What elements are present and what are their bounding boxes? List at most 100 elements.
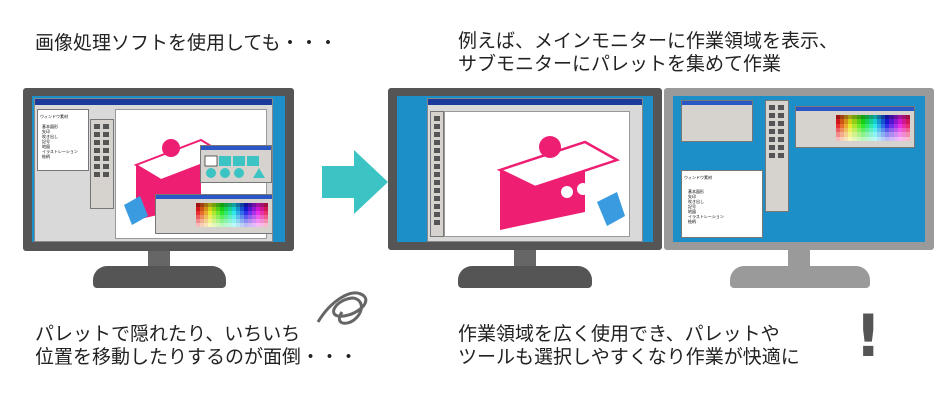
palette-swatch (240, 207, 244, 211)
palette-swatch (220, 207, 224, 211)
caption-bottom-left-line2: 位置を移動したりするのが面倒・・・ (35, 346, 359, 368)
left-app-window: ウィンドウ素材 基本図形 矢印 吹き出し 記号 地図 イラストレーション 絵柄 (34, 98, 273, 242)
left-monitor-base (93, 266, 226, 288)
palette-swatch (248, 215, 252, 219)
palette-swatch (256, 203, 260, 207)
palette-swatch (836, 132, 841, 137)
palette-swatch (232, 203, 236, 207)
palette-swatch (889, 127, 894, 133)
palette-swatch (240, 215, 244, 219)
palette-swatch (897, 136, 902, 141)
left-sketch-panel: ウィンドウ素材 基本図形 矢印 吹き出し 記号 地図 イラストレーション 絵柄 (37, 109, 89, 171)
palette-swatch (252, 219, 256, 223)
palette-swatch (212, 219, 216, 223)
palette-swatch (877, 115, 882, 120)
palette-swatch (260, 211, 264, 215)
left-monitor-neck (148, 251, 170, 269)
palette-swatch (864, 132, 869, 137)
palette-swatch (244, 215, 248, 219)
palette-swatch (889, 123, 894, 128)
palette-swatch (840, 123, 845, 128)
sub-folder-5: 地図 (688, 209, 696, 214)
tool-button (434, 220, 440, 225)
palette-swatch (860, 132, 865, 137)
palette-swatch (856, 119, 861, 124)
palette-swatch (905, 136, 910, 141)
palette-swatch (264, 207, 268, 211)
palette-swatch (240, 223, 244, 227)
main-cake-illustration (496, 136, 625, 230)
sub-color-panel (795, 106, 915, 148)
palette-swatch (868, 119, 873, 124)
tool-button (434, 180, 440, 185)
palette-swatch (905, 119, 910, 124)
palette-swatch (200, 223, 204, 227)
palette-swatch (868, 132, 873, 137)
tool-button (769, 145, 775, 150)
palette-swatch (216, 207, 220, 211)
palette-swatch (264, 215, 268, 219)
palette-swatch (196, 223, 200, 227)
palette-swatch (204, 203, 208, 207)
palette-swatch (864, 136, 869, 141)
tool-button (434, 172, 440, 177)
sub-folder-6: イラストレーション (688, 214, 724, 219)
sub-folder-3: 吹き出し (688, 199, 704, 204)
palette-swatch (856, 132, 861, 137)
palette-swatch (864, 127, 869, 133)
left-shape-swatches (204, 155, 265, 178)
left-folder-3: 吹き出し (42, 134, 58, 139)
palette-swatch (905, 123, 910, 128)
left-color-panel (155, 194, 272, 234)
palette-swatch (901, 132, 906, 137)
palette-swatch (216, 203, 220, 207)
left-shape-panel (200, 145, 272, 183)
palette-swatch (848, 132, 853, 137)
palette-swatch (885, 136, 890, 141)
caption-top-right-line2: サブモニターにパレットを集めて作業 (458, 53, 782, 75)
tool-button (434, 212, 440, 217)
tool-button (94, 172, 100, 177)
palette-swatch (252, 215, 256, 219)
palette-swatch (848, 123, 853, 128)
main-app-titlebar (428, 99, 642, 105)
tool-button (434, 148, 440, 153)
palette-swatch (844, 119, 849, 124)
palette-swatch (216, 215, 220, 219)
left-color-palette (196, 203, 268, 227)
palette-swatch (252, 203, 256, 207)
palette-swatch (256, 211, 260, 215)
exclamation-icon: ! (855, 302, 882, 370)
palette-swatch (236, 215, 240, 219)
tool-button (434, 140, 440, 145)
palette-swatch (897, 132, 902, 137)
palette-swatch (844, 123, 849, 128)
sub-folder-7: 絵柄 (688, 219, 696, 224)
palette-swatch (196, 203, 200, 207)
palette-swatch (905, 132, 910, 137)
sub-shape-panel (681, 100, 753, 142)
palette-swatch (877, 127, 882, 133)
palette-swatch (220, 203, 224, 207)
palette-swatch (212, 215, 216, 219)
palette-swatch (881, 119, 886, 124)
palette-swatch (889, 119, 894, 124)
palette-swatch (848, 136, 853, 141)
sub-tab-label: ウィンドウ素材 (684, 175, 712, 180)
palette-swatch (228, 215, 232, 219)
palette-swatch (836, 136, 841, 141)
palette-swatch (897, 119, 902, 124)
palette-swatch (236, 203, 240, 207)
palette-swatch (860, 123, 865, 128)
palette-swatch (204, 207, 208, 211)
palette-swatch (840, 119, 845, 124)
tool-button (769, 153, 775, 158)
palette-swatch (240, 203, 244, 207)
palette-swatch (244, 203, 248, 207)
palette-swatch (220, 215, 224, 219)
tool-button (103, 172, 109, 177)
tool-button (434, 124, 440, 129)
palette-swatch (873, 115, 878, 120)
palette-swatch (889, 115, 894, 120)
palette-swatch (256, 215, 260, 219)
